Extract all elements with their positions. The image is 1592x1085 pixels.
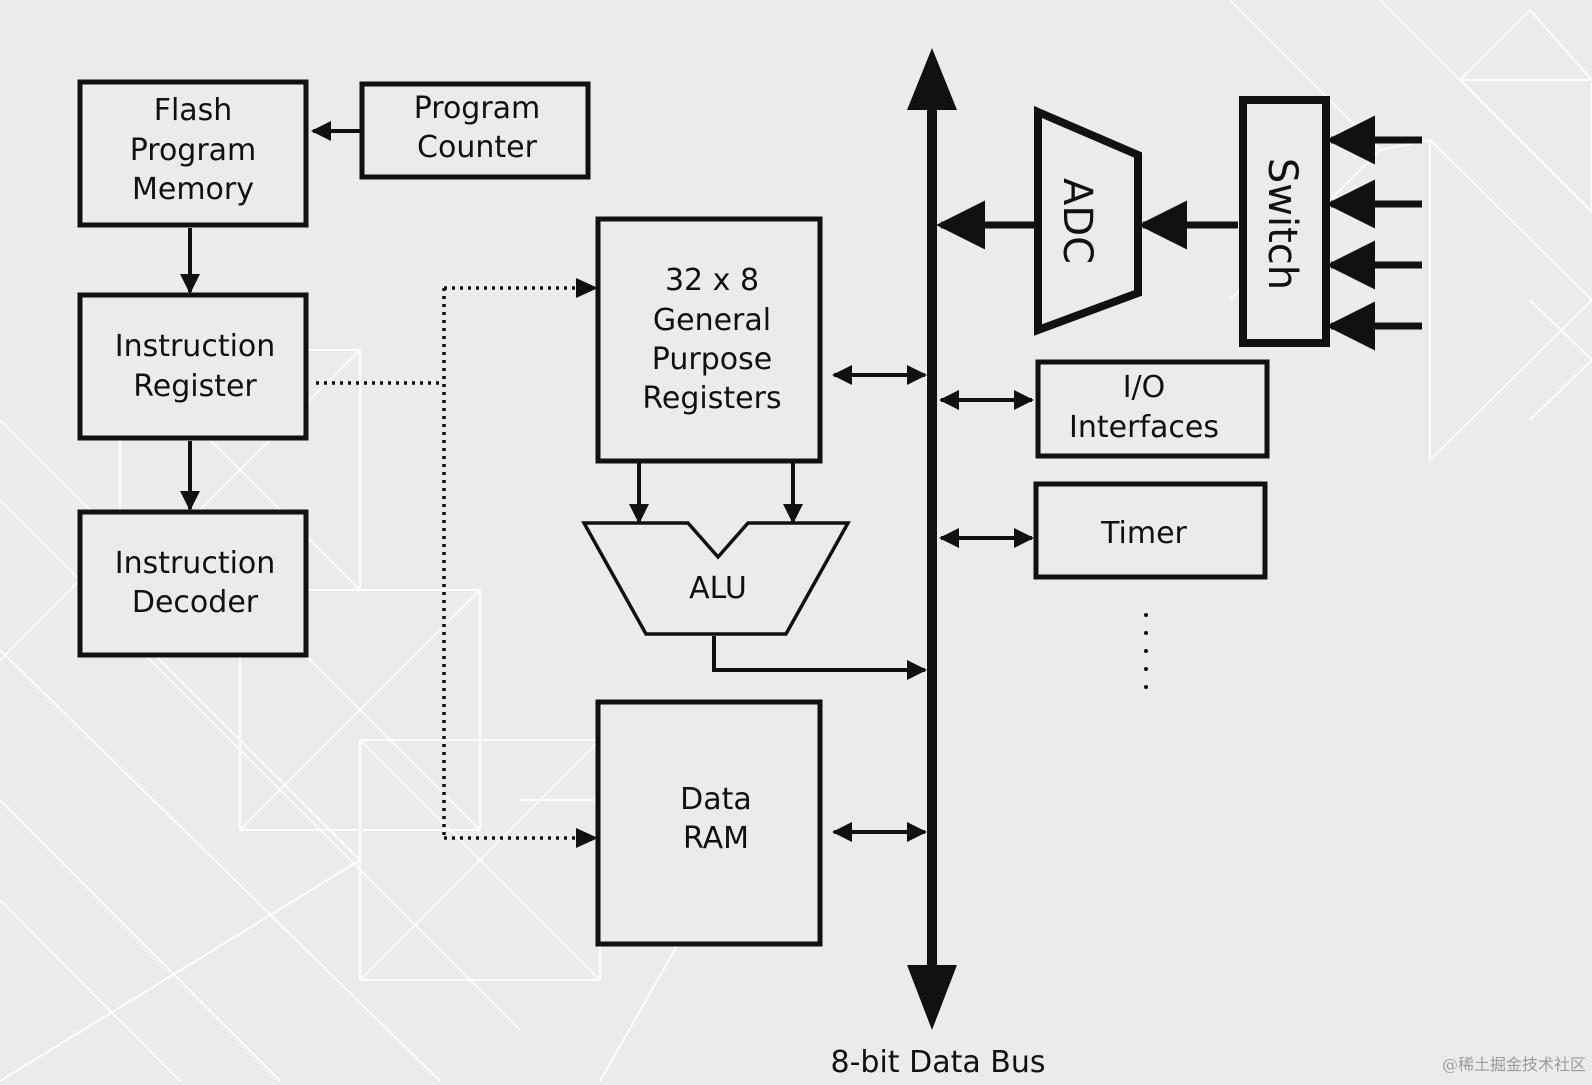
data-bus	[907, 48, 957, 1030]
timer-block: Timer	[1033, 481, 1268, 580]
control-arrowheads	[576, 278, 598, 848]
more-peripherals-ellipsis	[1144, 613, 1148, 689]
flash-label-line3: Memory	[132, 172, 254, 207]
flash-label-line1: Flash	[154, 93, 233, 128]
id-label-line1: Instruction	[115, 546, 276, 581]
ir-label-line2: Register	[133, 369, 257, 404]
watermark: @稀土掘金技术社区	[1442, 1055, 1586, 1074]
adc-block: ADC	[1034, 105, 1142, 336]
ram-label-line1: Data	[680, 782, 752, 817]
io-interfaces-block: I/O Interfaces	[1035, 359, 1270, 459]
data-bus-label: 8-bit Data Bus	[831, 1045, 1046, 1080]
alu-to-bus-arrow	[712, 636, 927, 680]
general-purpose-registers-block: 32 x 8 General Purpose Registers	[595, 216, 823, 464]
ram-label-line2: RAM	[683, 821, 749, 856]
switch-block: Switch	[1239, 96, 1330, 347]
connection-arrows	[180, 121, 1034, 842]
io-label-line1: I/O	[1123, 370, 1166, 405]
adc-label: ADC	[1054, 178, 1100, 264]
alu-block: ALU	[581, 521, 851, 636]
ir-label-line1: Instruction	[115, 329, 276, 364]
analog-path-arrows	[936, 115, 1422, 351]
io-label-line2: Interfaces	[1069, 410, 1219, 445]
control-lines	[316, 286, 582, 840]
program-counter-block: Program Counter	[359, 81, 591, 180]
pc-label-line2: Counter	[417, 130, 538, 165]
pc-label-line1: Program	[414, 91, 541, 126]
data-ram-block: Data RAM	[595, 699, 823, 947]
flash-label-line2: Program	[130, 133, 257, 168]
gpr-label-line2: General	[653, 303, 771, 338]
id-label-line2: Decoder	[132, 585, 259, 620]
instruction-register-block: Instruction Register	[77, 292, 309, 441]
gpr-label-line4: Registers	[642, 381, 781, 416]
gpr-label-line3: Purpose	[652, 342, 772, 377]
alu-label: ALU	[689, 571, 747, 606]
switch-label: Switch	[1259, 158, 1305, 290]
gpr-label-line1: 32 x 8	[665, 263, 759, 298]
instruction-decoder-block: Instruction Decoder	[77, 509, 309, 658]
flash-program-memory-block: Flash Program Memory	[77, 79, 309, 228]
timer-label: Timer	[1100, 516, 1187, 551]
